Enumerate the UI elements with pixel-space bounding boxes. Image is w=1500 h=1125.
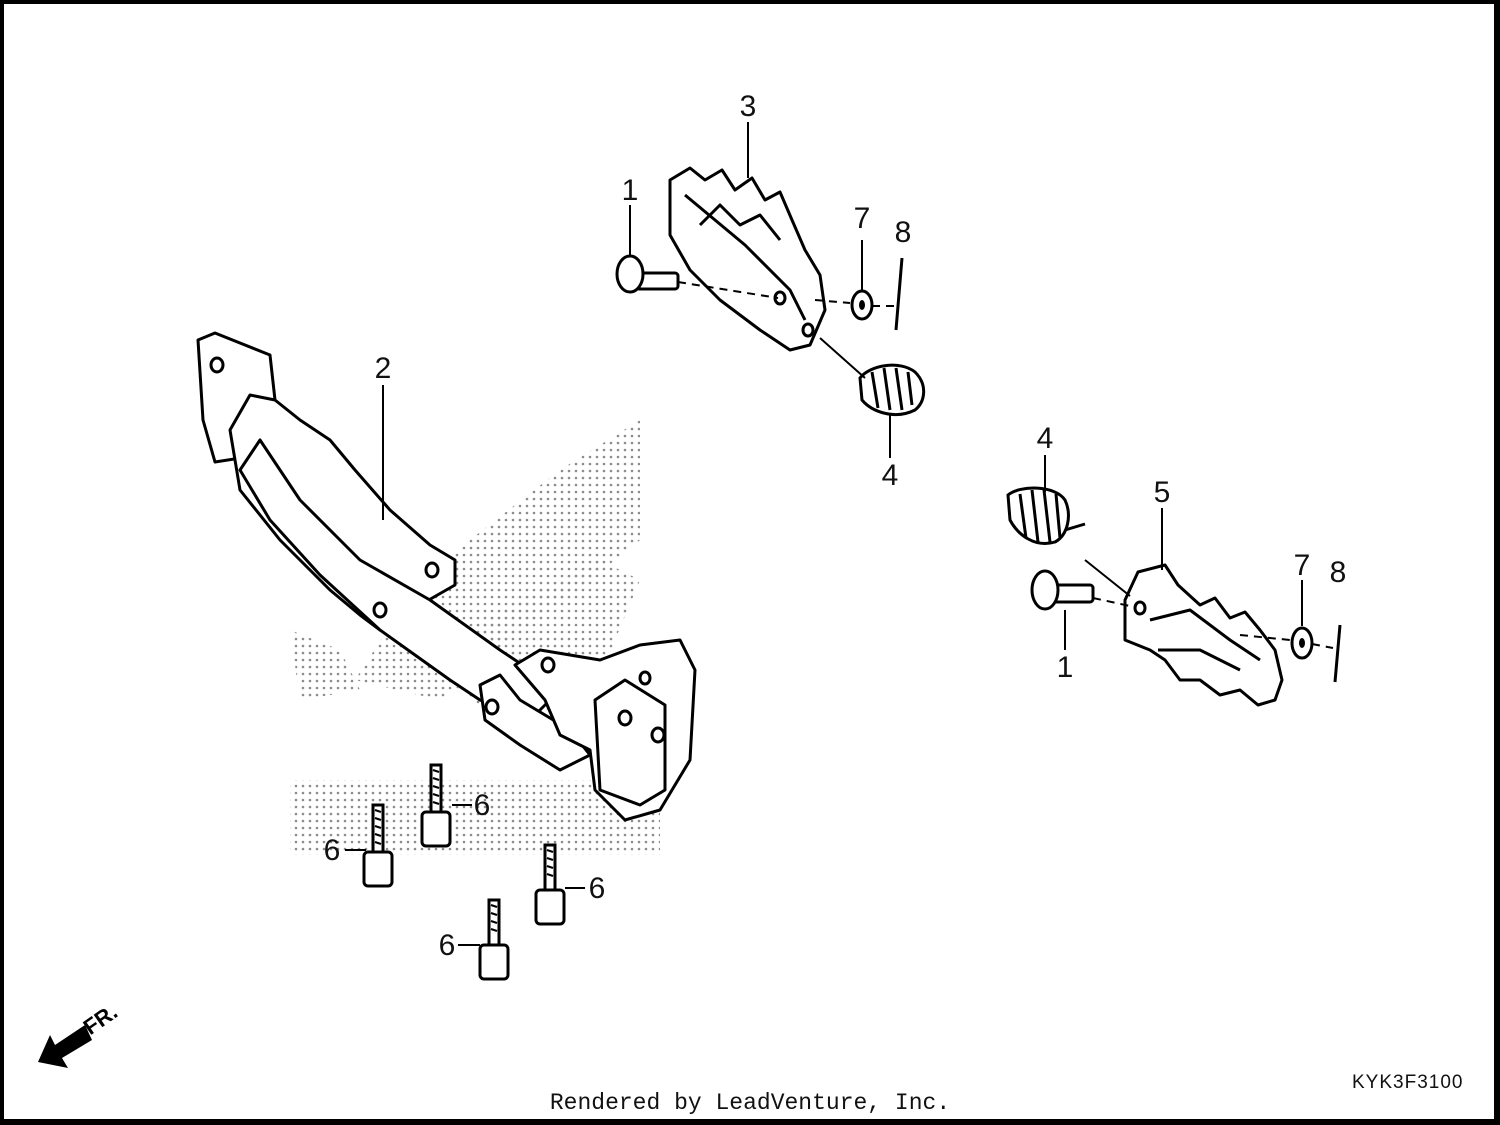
callout-5: 5 — [1154, 476, 1171, 509]
footer-credit: Rendered by LeadVenture, Inc. — [549, 1090, 951, 1116]
callout-4-upper: 4 — [882, 459, 899, 492]
washer-lower-hole — [1299, 638, 1305, 648]
callout-3: 3 — [740, 90, 757, 123]
cotter-pin-upper-part — [894, 257, 904, 331]
callout-4-lower: 4 — [1037, 422, 1054, 455]
pin-lower-part — [1030, 569, 1095, 611]
spring-lower-part — [1006, 486, 1086, 545]
leader-lines — [345, 122, 1334, 946]
callout-6-c: 6 — [589, 872, 606, 905]
footpeg-lower-part — [1123, 563, 1284, 707]
pin-upper-part — [615, 254, 680, 294]
bolt-part — [362, 763, 566, 981]
callout-2: 2 — [375, 352, 392, 385]
callout-6-a: 6 — [474, 789, 491, 822]
callout-6-d: 6 — [439, 929, 456, 962]
figure-code: KYK3F3100 — [1352, 1072, 1464, 1093]
cotter-pin-lower-part — [1333, 624, 1342, 683]
front-direction-arrow-icon: FR. — [38, 999, 122, 1068]
spring-upper-part — [858, 363, 926, 416]
footpeg-upper-part — [668, 166, 827, 352]
callout-7-lower: 7 — [1294, 549, 1311, 582]
callout-1-upper: 1 — [622, 174, 639, 207]
callout-1-lower: 1 — [1057, 651, 1074, 684]
callout-6-b: 6 — [324, 834, 341, 867]
step-bracket-part — [196, 331, 697, 822]
callout-8-upper: 8 — [895, 216, 912, 249]
callout-8-lower: 8 — [1330, 556, 1347, 589]
callout-7-upper: 7 — [854, 202, 871, 235]
washer-upper-hole — [859, 300, 865, 310]
